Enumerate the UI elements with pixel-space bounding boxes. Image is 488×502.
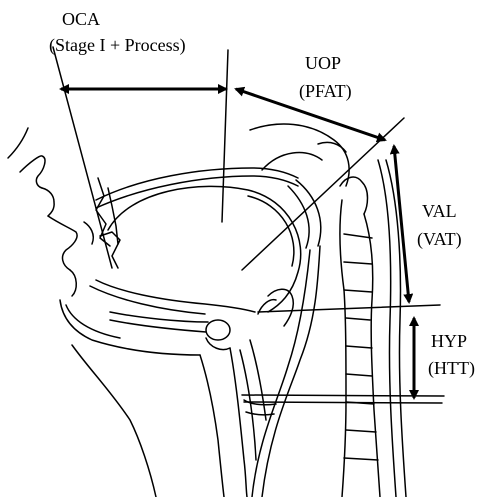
uop-sublabel: (PFAT) <box>299 80 352 102</box>
cervical-spine <box>318 142 406 497</box>
uop-label: UOP <box>305 52 341 74</box>
oral-cavity <box>84 168 301 350</box>
val-label: VAL <box>422 200 457 222</box>
hyp-sublabel: (HTT) <box>428 357 475 379</box>
hyp-label: HYP <box>431 330 467 352</box>
oca-label: OCA <box>62 8 100 30</box>
measurement-arrows <box>61 89 414 398</box>
oca-sublabel: (Stage I + Process) <box>49 34 186 56</box>
val-arrow <box>394 146 409 302</box>
val-sublabel: (VAT) <box>417 228 462 250</box>
